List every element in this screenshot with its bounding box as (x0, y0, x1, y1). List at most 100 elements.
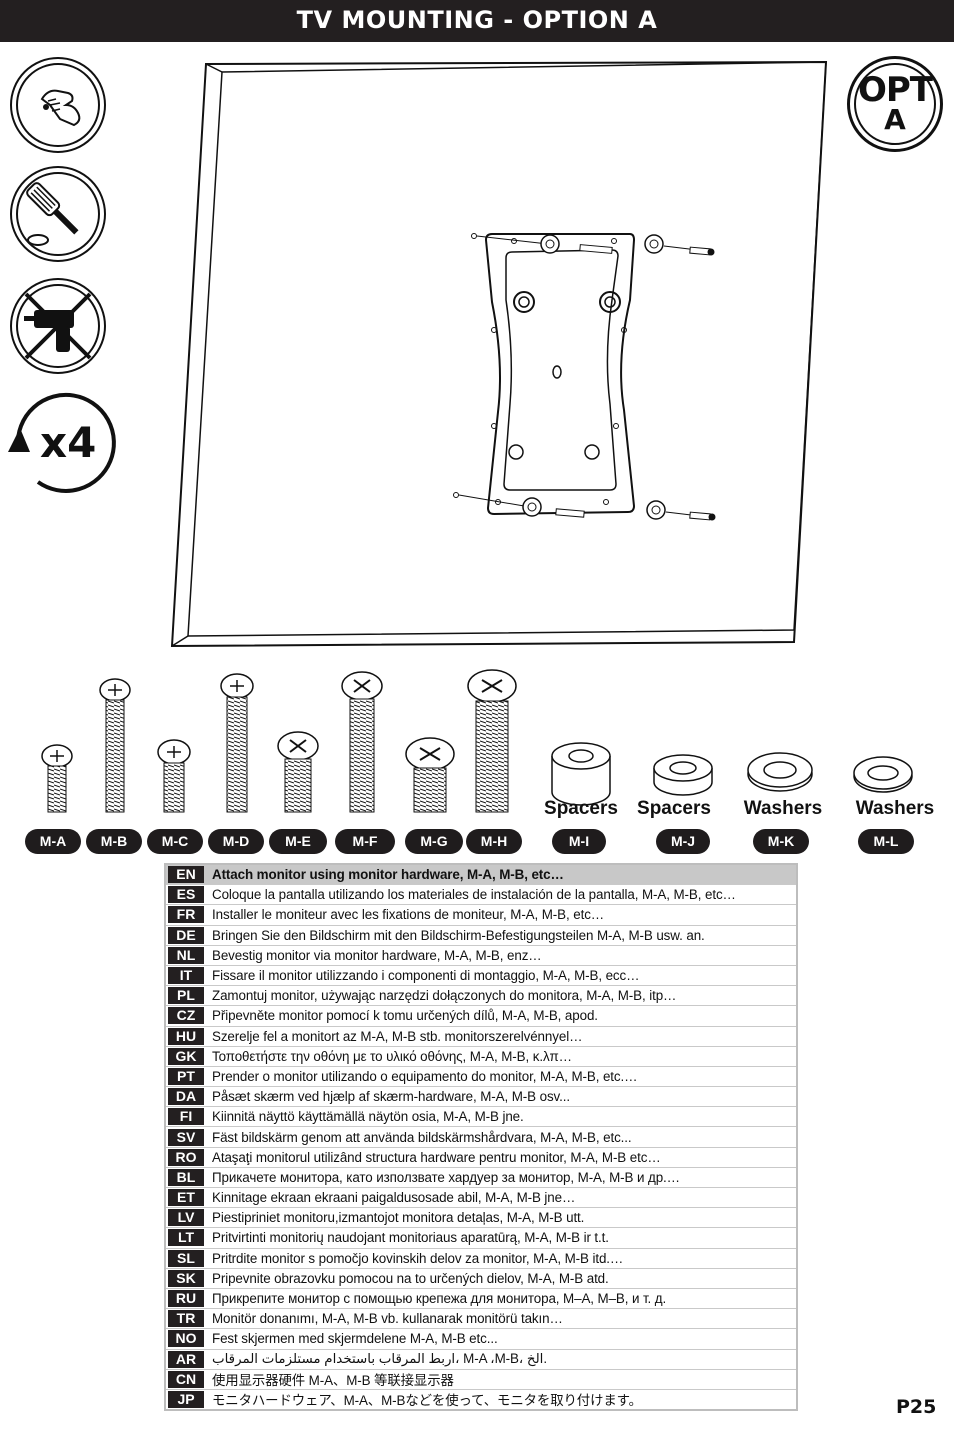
screw-m-g (405, 737, 455, 813)
instruction-row: BL Прикачете монитора, като използвате ха… (166, 1168, 796, 1188)
instruction-text: Zamontuj monitor, używając narzędzi dołą… (212, 988, 677, 1004)
language-code: DA (168, 1088, 204, 1106)
instruction-text: Monitör donanımı, M-A, M-B vb. kullanara… (212, 1311, 563, 1327)
repeat-count: x4 (40, 418, 97, 467)
instruction-row: SV Fäst bildskärm genom att använda bilds… (166, 1127, 796, 1148)
instruction-row: RU Прикрепите монитор с помощью крепежа д… (166, 1289, 796, 1310)
repeat-arrow-icon (8, 388, 120, 498)
page-header: TV MOUNTING - OPTION A (0, 0, 954, 42)
instruction-row: IT Fissare il monitor utilizzando i compo… (166, 966, 796, 987)
instruction-text: Coloque la pantalla utilizando los mater… (212, 887, 736, 903)
instruction-text: اربط المرقاب باستخدام مستلزمات المرقاب، … (212, 1351, 548, 1367)
instruction-row: DA Påsæt skærm ved hjælp af skærm-hardwar… (166, 1087, 796, 1108)
language-code: ES (168, 886, 204, 904)
language-code: HU (168, 1027, 204, 1045)
language-code: PT (168, 1067, 204, 1085)
screw-m-b (99, 678, 131, 813)
instruction-row: PT Prender o monitor utilizando o equipam… (166, 1067, 796, 1088)
instruction-text: Installer le moniteur avec les fixations… (212, 907, 605, 923)
language-code: JP (168, 1390, 204, 1408)
language-code: EN (168, 866, 204, 884)
instruction-row: EN Attach monitor using monitor hardware,… (166, 865, 796, 886)
instruction-row: SK Pripevnite obrazovku pomocou na to urč… (166, 1269, 796, 1289)
language-code: RU (168, 1290, 204, 1308)
washer-m-l (853, 756, 913, 793)
instruction-row: ET Kinnitage ekraan ekraani paigaldusosad… (166, 1188, 796, 1209)
screw-m-c (157, 739, 191, 813)
instruction-row: NO Fest skjermen med skjermdelene M-A, M-… (166, 1329, 796, 1350)
instruction-text: Påsæt skærm ved hjælp af skærm-hardware,… (212, 1089, 571, 1105)
language-code: TR (168, 1310, 204, 1328)
hardware-code-m-l: M-L (858, 829, 914, 854)
language-code: DE (168, 926, 204, 944)
instruction-row: TR Monitör donanımı, M-A, M-B vb. kullana… (166, 1309, 796, 1330)
instruction-row: NL Bevestig monitor via monitor hardware,… (166, 946, 796, 966)
instruction-text: Bevestig monitor via monitor hardware, M… (212, 947, 542, 963)
instruction-row: CZ Připevněte monitor pomocí k tomu určen… (166, 1006, 796, 1027)
language-code: NO (168, 1330, 204, 1348)
instruction-row: ES Coloque la pantalla utilizando los mat… (166, 885, 796, 906)
instruction-text: Attach monitor using monitor hardware, M… (212, 867, 564, 883)
hardware-code-m-d: M-D (208, 829, 264, 854)
spacer-m-i (551, 742, 611, 806)
hardware-code-m-g: M-G (405, 829, 463, 854)
instruction-text: Pritvirtinti monitorių naudojant monitor… (212, 1230, 609, 1246)
instruction-text: Kiinnitä näyttö käyttämällä näytön osia,… (212, 1109, 524, 1125)
instruction-text: Prender o monitor utilizando o equipamen… (212, 1068, 638, 1084)
instruction-text: Fäst bildskärm genom att använda bildskä… (212, 1129, 632, 1145)
instruction-text: Fest skjermen med skjermdelene M-A, M-B … (212, 1331, 498, 1347)
language-code: CZ (168, 1007, 204, 1025)
instruction-row: AR اربط المرقاب باستخدام مستلزمات المرقاب… (166, 1350, 796, 1370)
hardware-code-m-i: M-I (552, 829, 606, 854)
hardware-code-m-c: M-C (147, 829, 203, 854)
spacer-m-j (653, 754, 713, 796)
instruction-text: Pripevnite obrazovku pomocou na to určen… (212, 1270, 609, 1286)
language-code: LV (168, 1209, 204, 1227)
language-code: ET (168, 1189, 204, 1207)
language-code: BL (168, 1168, 204, 1186)
hardware-code-m-b: M-B (86, 829, 142, 854)
language-code: CN (168, 1370, 204, 1388)
screw-m-e (277, 731, 319, 813)
instruction-text: Τοποθετήστε την οθόνη με το υλικό οθόνης… (212, 1048, 572, 1064)
instruction-text: Ataşaţi monitorul utilizând structura ha… (212, 1149, 661, 1165)
language-code: IT (168, 967, 204, 985)
instruction-row: JP モニタハードウェア、M-A、M-Bなどを使って、モニタを取り付けます。 (166, 1390, 796, 1409)
instruction-text: Прикачете монитора, като използвате хард… (212, 1169, 680, 1185)
hardware-code-m-k: M-K (753, 829, 809, 854)
screw-m-d (220, 673, 254, 813)
hardware-label-m-i: Spacers (544, 798, 618, 819)
instruction-text: モニタハードウェア、M-A、M-Bなどを使って、モニタを取り付けます。 (212, 1393, 642, 1409)
language-code: GK (168, 1047, 204, 1065)
hardware-illustrations (41, 669, 913, 813)
page-number: P25 (896, 1396, 937, 1418)
screw-m-f (341, 671, 383, 813)
language-code: NL (168, 946, 204, 964)
instruction-text: Fissare il monitor utilizzando i compone… (212, 968, 640, 984)
instruction-text: Připevněte monitor pomocí k tomu určenýc… (212, 1008, 598, 1024)
hardware-code-m-h: M-H (466, 829, 522, 854)
instruction-text: Прикрепите монитор с помощью крепежа для… (212, 1291, 667, 1307)
language-code: SV (168, 1128, 204, 1146)
language-code: SK (168, 1269, 204, 1287)
hardware-label-m-k: Washers (743, 798, 823, 819)
instruction-table: EN Attach monitor using monitor hardware,… (164, 863, 798, 1412)
instruction-text: Kinnitage ekraan ekraani paigaldusosade … (212, 1190, 576, 1206)
instruction-row: FI Kiinnitä näyttö käyttämällä näytön osi… (166, 1107, 796, 1128)
hardware-label-m-l: Washers (855, 798, 935, 819)
language-code: FI (168, 1108, 204, 1126)
hardware-label-m-j: Spacers (637, 798, 711, 819)
instruction-row: GK Τοποθετήστε την οθόνη με το υλικό οθόν… (166, 1047, 796, 1067)
language-code: AR (168, 1350, 204, 1368)
hardware-code-m-j: M-J (656, 829, 710, 854)
hardware-code-m-a: M-A (25, 829, 81, 854)
instruction-text: 使用显示器硬件 M-A、M-B 等联接显示器 (212, 1373, 454, 1389)
instruction-text: Pritrdite monitor s pomočjo kovinskih de… (212, 1250, 624, 1266)
option-badge: OPT A (847, 56, 943, 152)
